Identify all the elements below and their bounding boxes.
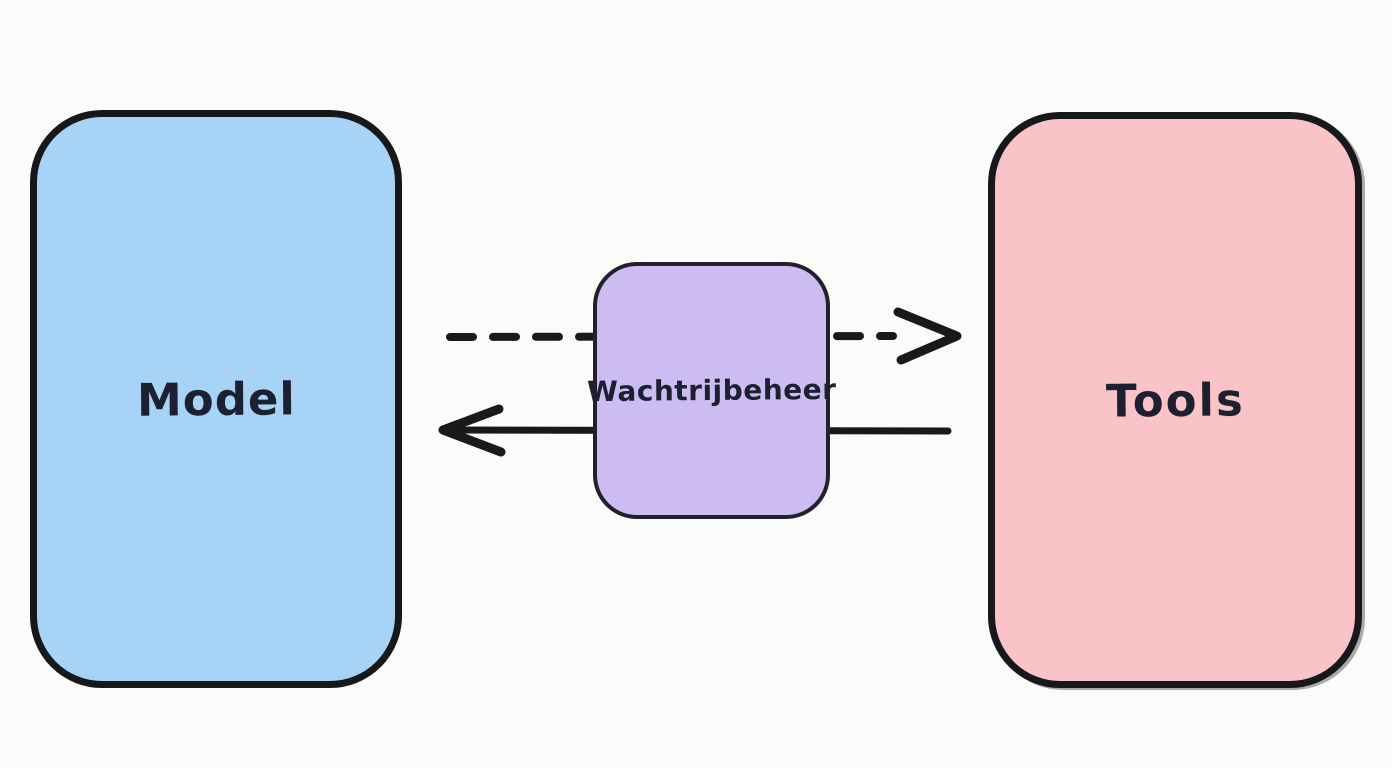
arrowhead-right-icon — [893, 307, 962, 365]
node-model-label: Model — [136, 371, 296, 427]
node-tools-label: Tools — [1105, 372, 1245, 428]
node-wachtrijbeheer-label: Wachtrijbeheer — [586, 372, 837, 409]
node-wachtrijbeheer: Wachtrijbeheer — [587, 262, 836, 519]
arrowhead-left-icon — [438, 404, 506, 457]
node-tools: Tools — [988, 112, 1362, 688]
node-model: Model — [30, 110, 402, 688]
